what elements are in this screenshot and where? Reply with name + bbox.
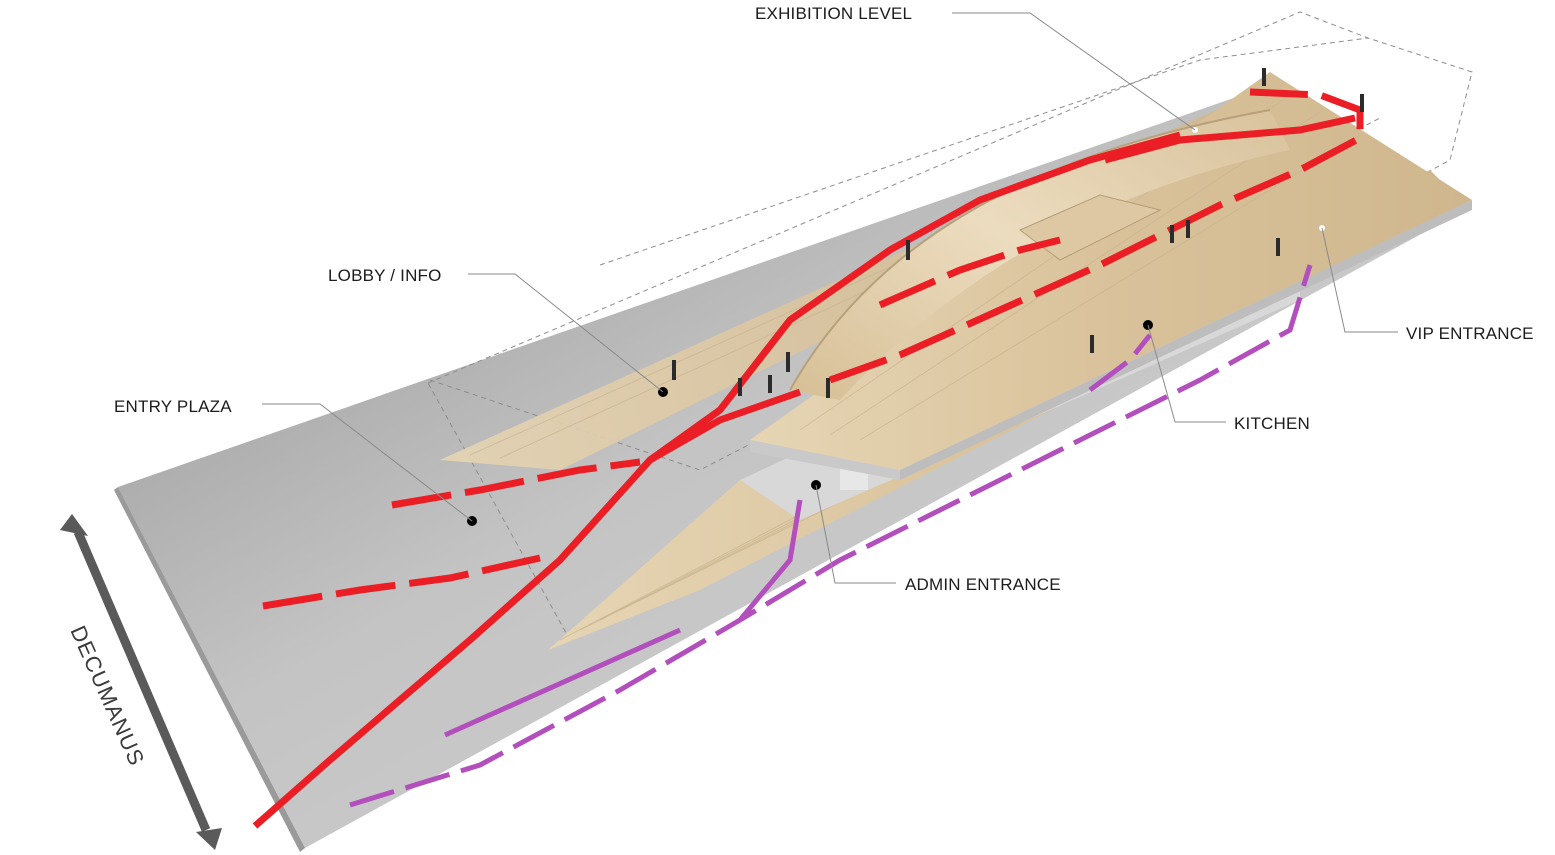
purple-admin-spur — [738, 499, 803, 622]
label-vip-entrance: VIP ENTRANCE — [1406, 324, 1534, 343]
label-decumanus: DECUMANUS — [65, 622, 149, 770]
red-branch-west — [262, 554, 541, 610]
red-top-loop — [1104, 114, 1356, 164]
label-exhibition-level: EXHIBITION LEVEL — [755, 4, 912, 23]
red-branch-lobby — [648, 388, 802, 464]
label-entry-plaza: ENTRY PLAZA — [114, 397, 232, 416]
purple-kitchen-spur — [1088, 333, 1152, 392]
purple-main-path — [349, 264, 1313, 808]
visitor-circulation-paths — [252, 88, 1364, 829]
red-branch-north — [391, 458, 641, 509]
main-red-path — [252, 131, 1181, 829]
callout-labels: EXHIBITION LEVEL LOBBY / INFO ENTRY PLAZ… — [114, 4, 1534, 594]
purple-lower-path — [443, 627, 682, 738]
people-silhouettes — [672, 68, 1364, 398]
label-kitchen: KITCHEN — [1234, 414, 1310, 433]
service-circulation-paths — [349, 264, 1313, 808]
red-ramp-up — [878, 236, 1061, 309]
label-lobby-info: LOBBY / INFO — [328, 266, 442, 285]
callout-leaders — [262, 12, 1398, 584]
label-admin-entrance: ADMIN ENTRANCE — [905, 575, 1061, 594]
exhibition-floor-slab — [750, 72, 1472, 480]
red-loop-upper — [828, 88, 1364, 384]
